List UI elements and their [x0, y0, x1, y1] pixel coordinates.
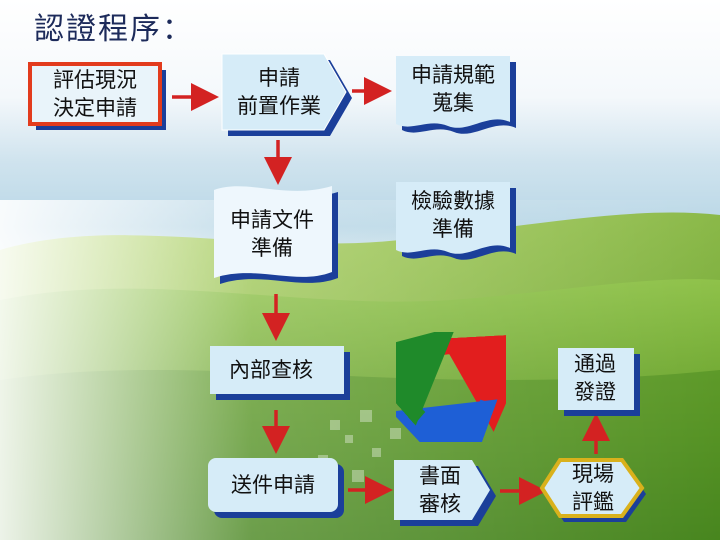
node-onsite-label: 現場 評鑑 [572, 461, 614, 514]
node-docs-label: 申請文件 準備 [230, 207, 314, 260]
node-review: 書面 審核 [392, 458, 498, 528]
node-cert: 通過 發證 [556, 346, 640, 416]
node-submit-label: 送件申請 [231, 472, 315, 497]
document-shape [396, 182, 516, 260]
rectangle-shape [210, 346, 350, 400]
document-shape [396, 56, 516, 134]
wavy-document-shape [214, 186, 338, 284]
node-audit: 內部查核 [208, 344, 352, 402]
node-prep: 申請 前置作業 [214, 50, 354, 138]
node-docs: 申請文件 準備 [212, 182, 340, 292]
node-specs: 申請規範 蒐集 [394, 54, 518, 136]
node-evaluate: 評估現況 決定申請 [28, 62, 168, 132]
pentagon-shape [394, 460, 496, 526]
rounded-rectangle-shape [208, 458, 344, 518]
recycle-cycle-icon [396, 332, 506, 442]
node-onsite: 現場 評鑑 [539, 458, 648, 524]
node-testdata: 檢驗數據 準備 [394, 180, 518, 262]
node-audit-label: 內部查核 [229, 357, 313, 382]
page-title: 認證程序： [34, 12, 194, 47]
node-submit: 送件申請 [206, 456, 346, 520]
node-specs-label: 申請規範 蒐集 [411, 62, 495, 115]
highlight-box [28, 62, 166, 130]
node-prep-label: 申請 前置作業 [237, 65, 321, 118]
pentagon-shape [221, 53, 352, 136]
node-cert-label: 通過 發證 [574, 351, 616, 404]
hexagon-shape [539, 458, 646, 522]
node-review-label: 書面 審核 [419, 463, 461, 516]
rectangle-shape [558, 348, 640, 416]
node-testdata-label: 檢驗數據 準備 [411, 188, 495, 241]
node-evaluate-label: 評估現況 決定申請 [53, 67, 137, 120]
